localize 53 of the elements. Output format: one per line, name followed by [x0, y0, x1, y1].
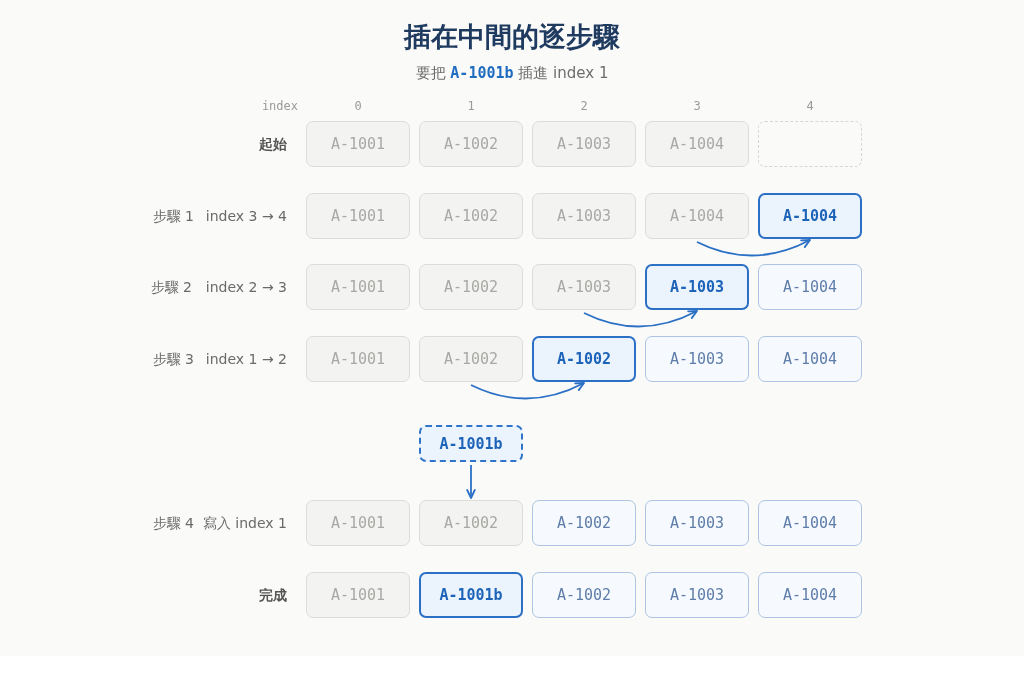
array-cell: A-1002 [419, 193, 523, 239]
array-cell: A-1001 [306, 264, 410, 310]
array-cell: A-1003 [645, 336, 749, 382]
step-label: 步驟 1 [152, 207, 194, 225]
row-label: 起始 [259, 135, 287, 153]
step-action: 寫入 index 1 [202, 514, 287, 532]
array-cell: A-1003 [532, 121, 636, 167]
column-header: 0 [354, 98, 362, 114]
array-cell: A-1003 [645, 572, 749, 618]
array-cell: A-1004 [645, 193, 749, 239]
curved-arrow [583, 310, 698, 328]
column-header: 2 [580, 98, 588, 114]
step-action: index 2 → 3 [205, 278, 287, 296]
empty-slot [758, 121, 862, 167]
step-label: 步驟 2 [150, 278, 192, 296]
array-cell: A-1002 [419, 500, 523, 546]
step-action: index 3 → 4 [205, 207, 287, 225]
step-label: 步驟 3 [152, 350, 194, 368]
column-header: 4 [806, 98, 814, 114]
array-cell: A-1002 [532, 336, 636, 382]
array-cell: A-1001 [306, 500, 410, 546]
array-cell: A-1003 [532, 193, 636, 239]
array-cell: A-1002 [419, 336, 523, 382]
title: 插在中間的逐步驟 [404, 20, 620, 54]
step-label: 步驟 4 [152, 514, 194, 532]
array-cell: A-1004 [758, 572, 862, 618]
array-cell: A-1001 [306, 193, 410, 239]
array-cell: A-1004 [758, 336, 862, 382]
column-header: index [261, 98, 298, 114]
curved-arrow [470, 382, 585, 400]
arrow [466, 464, 476, 499]
array-cell: A-1003 [645, 264, 749, 310]
column-header: 1 [467, 98, 475, 114]
array-cell: A-1001b [419, 572, 523, 618]
array-cell: A-1003 [645, 500, 749, 546]
array-cell: A-1001 [306, 336, 410, 382]
array-cell: A-1002 [419, 264, 523, 310]
array-cell: A-1004 [758, 193, 862, 239]
array-cell: A-1002 [419, 121, 523, 167]
curved-arrow [696, 239, 811, 257]
step-action: index 1 → 2 [205, 350, 287, 368]
array-cell: A-1002 [532, 500, 636, 546]
array-cell: A-1004 [645, 121, 749, 167]
array-cell: A-1003 [532, 264, 636, 310]
array-cell: A-1002 [532, 572, 636, 618]
array-cell: A-1001 [306, 121, 410, 167]
array-cell: A-1004 [758, 500, 862, 546]
row-label: 完成 [259, 586, 287, 604]
column-header: 3 [693, 98, 701, 114]
array-cell: A-1001 [306, 572, 410, 618]
new-item-box: A-1001b [419, 425, 523, 462]
subtitle: 要把 A-1001b 插進 index 1 [415, 64, 609, 82]
array-cell: A-1004 [758, 264, 862, 310]
